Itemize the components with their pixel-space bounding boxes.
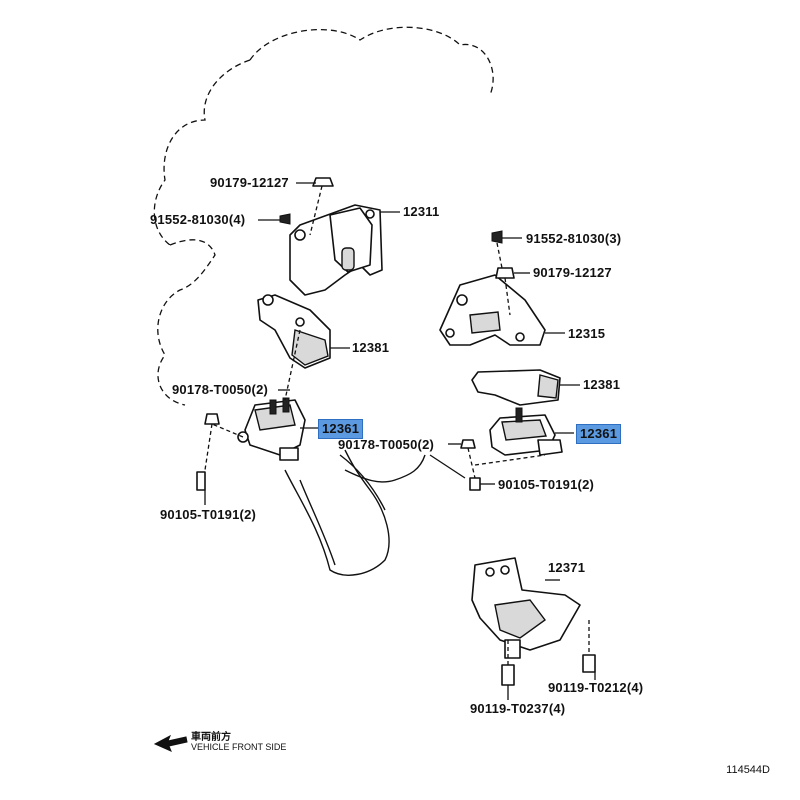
label-12311: 12311 [403,204,440,219]
leader-lines [204,182,596,700]
label-12371: 12371 [548,560,586,575]
mount-12361-right [489,407,563,456]
label-12361-right: 12361 [576,424,622,444]
arrow-left-icon [153,734,188,752]
alignment-lines [204,185,590,665]
fastener-90178-right [460,439,476,449]
label-12381-right: 12381 [583,377,621,392]
label-12381-left: 12381 [352,340,390,355]
figure-number: 114544D [726,764,770,776]
label-90119-T0212: 90119-T0212(4) [548,680,644,695]
label-90105-T0191-right: 90105-T0191(2) [498,477,595,492]
fastener-90179-left [312,177,334,187]
caption-japanese: 車両前方 [191,732,231,743]
label-91552-81030-left: 91552-81030(4) [150,212,246,227]
mount-12371 [471,557,581,659]
fastener-90119-T0212 [582,654,596,673]
bracket-12315 [439,274,546,346]
fastener-91552-right [491,230,503,244]
label-90179-12127-left: 90179-12127 [210,175,289,190]
label-12361-left: 12361 [318,419,364,439]
bracket-12311 [289,204,383,296]
insulator-12381-right [471,369,561,406]
label-90179-12127-right: 90179-12127 [533,265,612,280]
label-90178-T0050-right: 90178-T0050(2) [338,437,435,452]
label-90105-T0191-left: 90105-T0191(2) [160,507,257,522]
fastener-90178-left [204,413,220,425]
fastener-90105-right [469,477,481,491]
insulator-12381-left [257,294,331,369]
fastener-90119-T0237 [501,664,515,686]
transmission-outline [284,449,390,576]
label-91552-81030-right: 91552-81030(3) [526,231,622,246]
label-90119-T0237: 90119-T0237(4) [470,701,566,716]
fastener-90105-left [196,471,206,491]
engine-outline [153,26,494,406]
mount-12361-left [237,397,306,461]
label-90178-T0050-left: 90178-T0050(2) [172,382,269,397]
fastener-91552-left [279,213,291,225]
fastener-90179-right [495,267,515,279]
caption-english: VEHICLE FRONT SIDE [191,742,287,752]
label-12315: 12315 [568,326,606,341]
